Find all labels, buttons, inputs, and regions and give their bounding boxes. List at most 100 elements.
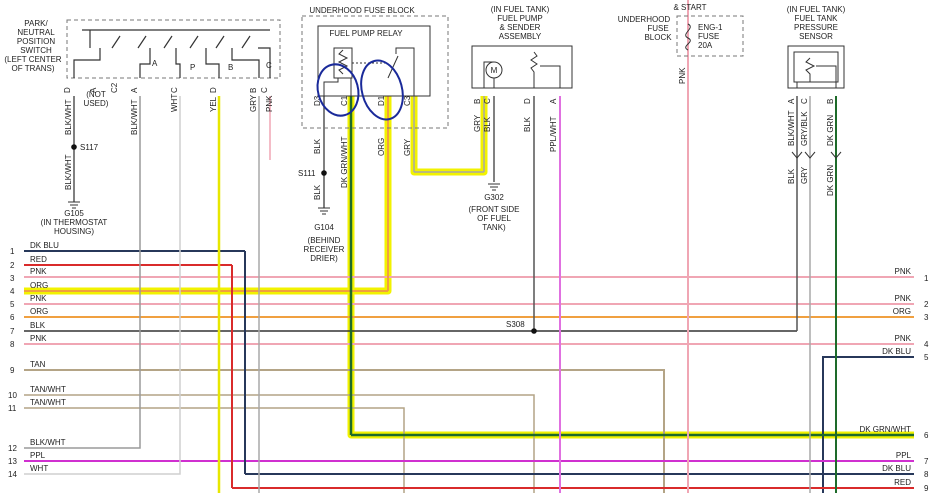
wire-h11-tanwht: [24, 407, 405, 493]
switch-wire-c: [175, 48, 181, 78]
left-label-1: DK BLU: [30, 241, 59, 250]
relay-coil-resistor: [337, 49, 349, 75]
left-label-6: ORG: [30, 307, 48, 316]
sensor-element: [793, 51, 839, 83]
sensor-wiper: [816, 65, 837, 88]
relay-wire-org: ORG: [377, 138, 386, 156]
park-pin-b: B: [249, 88, 258, 93]
switch-letter-c: C: [266, 61, 272, 70]
pump-sender-resistor: [530, 51, 538, 88]
g302-label-2: (FRONT SIDE: [469, 205, 520, 214]
switch-wire-gry: [231, 48, 260, 78]
right-label-5: DK BLU: [882, 347, 911, 356]
left-pin-3: 3: [10, 274, 15, 283]
left-label-7: BLK: [30, 321, 46, 330]
annotation-circle-c1: [316, 63, 360, 117]
g302-label-1: G302: [484, 193, 504, 202]
sensor-title-3: PRESSURE: [794, 23, 838, 32]
pump-title-4: ASSEMBLY: [499, 32, 542, 41]
g104-wire-label: BLK: [313, 184, 322, 200]
underhood-label-3: BLOCK: [644, 33, 672, 42]
sensor-pin-b: B: [826, 99, 835, 104]
left-label-9: TAN: [30, 360, 46, 369]
left-connector: 1 DK BLU 2 RED 3 PNK 4 ORG 5 PNK 6 ORG 7…: [8, 241, 66, 479]
switch-wire-pnk: [258, 47, 271, 78]
pump-title-1: (IN FUEL TANK): [491, 5, 550, 14]
sensor-pin-a: A: [787, 98, 796, 104]
pump-title-3: & SENDER: [500, 23, 541, 32]
right-label-7: PPL: [896, 451, 912, 460]
park-pin-c3: C: [260, 87, 269, 93]
g104-label-3: RECEIVER: [304, 245, 345, 254]
park-neutral-title-2: NEUTRAL: [17, 28, 55, 37]
relay-wire-dkgrnwht: DK GRN/WHT: [340, 136, 349, 188]
sensor-resistor: [805, 57, 816, 82]
left-label-8: PNK: [30, 334, 47, 343]
park-pin-d2: D: [209, 87, 218, 93]
relay-pin-d1: D1: [377, 95, 386, 106]
g105-label-2: (IN THERMOSTAT: [41, 218, 108, 227]
sensor-conn-b: [830, 151, 842, 159]
right-label-3: ORG: [893, 307, 911, 316]
fuse-block-box: [301, 15, 449, 129]
switch-blade-4: [163, 35, 173, 49]
left-pin-4: 4: [10, 287, 15, 296]
eng1-fuse-name: ENG-1: [698, 23, 723, 32]
fuse-wire-pnk: PNK: [678, 67, 687, 84]
wire-h12-blkwht: [24, 96, 141, 449]
park-wire-labels: BLK/WHT BLK/WHT WHT YEL GRY PNK: [64, 94, 274, 135]
eng1-fuse-word: FUSE: [698, 32, 719, 41]
g302-label-4: TANK): [482, 223, 506, 232]
park-neutral-title-4: SWITCH: [20, 46, 52, 55]
left-label-12: BLK/WHT: [30, 438, 66, 447]
pump-title-2: FUEL PUMP: [497, 14, 543, 23]
wire-h9-tan: [24, 369, 665, 493]
left-label-5: PNK: [30, 294, 47, 303]
relay-pin-c3: C3: [403, 95, 412, 106]
park-pin-c2: C2: [110, 82, 119, 93]
pump-motor-wire: [483, 61, 494, 88]
park-neutral-title-5: (LEFT CENTER: [4, 55, 61, 64]
park-neutral-contacts: [73, 29, 271, 78]
pump-pin-d: D: [523, 98, 532, 104]
right-pin-3: 3: [924, 313, 929, 322]
switch-wire-yel: [205, 48, 220, 78]
left-label-14: WHT: [30, 464, 48, 473]
right-pin-1: 1: [924, 274, 929, 283]
vertical-wires: [73, 0, 914, 493]
not-used-line-1: (NOT: [86, 90, 106, 99]
left-pin-9: 9: [10, 366, 15, 375]
wire-h14-wht: [24, 96, 181, 475]
relay-contact-wire: [395, 47, 415, 96]
park-wire-yel: YEL: [209, 96, 218, 112]
left-pin-12: 12: [8, 444, 17, 453]
pump-motor-letter: M: [491, 66, 498, 75]
sensor-wire-dkgrn: DK GRN: [826, 115, 835, 146]
splice-s111-label: S111: [298, 169, 316, 178]
annotation-circles: [316, 59, 404, 121]
left-pin-7: 7: [10, 327, 15, 336]
underhood-label-1: UNDERHOOD: [618, 15, 671, 24]
relay-box: [317, 25, 431, 97]
relay-pin-d3: D3: [313, 95, 322, 106]
splice-s308-dot: [531, 328, 537, 334]
sensor-internals: [793, 51, 839, 88]
park-neutral-title-3: POSITION: [17, 37, 55, 46]
right-label-2: PNK: [895, 294, 912, 303]
park-neutral-title-6: OF TRANS): [12, 64, 55, 73]
right-label-6: DK GRN/WHT: [859, 425, 911, 434]
sensor-wire-dkgrn-2: DK GRN: [826, 165, 835, 196]
wire-h-dkblu-r5: [822, 356, 914, 493]
sensor-wire-blk: BLK: [787, 168, 796, 184]
pump-box: [471, 45, 573, 89]
sensor-wire-gryblk: GRY/BLK: [800, 111, 809, 146]
left-pin-13: 13: [8, 457, 17, 466]
left-pin-6: 6: [10, 313, 15, 322]
left-label-11: TAN/WHT: [30, 398, 66, 407]
sensor-title-1: (IN FUEL TANK): [787, 5, 846, 14]
pump-wire-blk: BLK: [483, 116, 492, 132]
g104-label-1: G104: [314, 223, 334, 232]
switch-blade-5: [189, 35, 199, 49]
right-pin-4: 4: [924, 340, 929, 349]
